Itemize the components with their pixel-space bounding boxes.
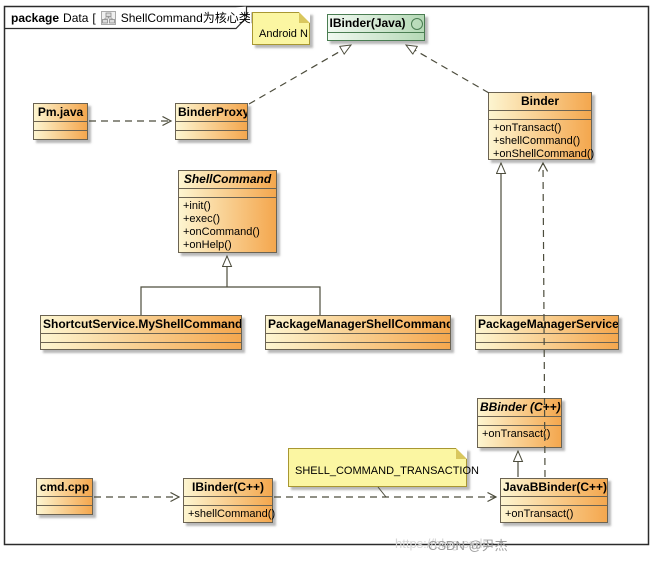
method: +onShellCommand()	[493, 148, 595, 160]
methods-compartment: +onTransact()	[478, 425, 561, 447]
class-cmd-cpp[interactable]: cmd.cpp	[36, 478, 93, 515]
class-pm-java[interactable]: Pm.java	[33, 103, 88, 140]
methods-compartment: +onTransact() +shellCommand() +onShellCo…	[489, 119, 595, 161]
class-title: BinderProxy	[178, 105, 247, 119]
methods-compartment	[41, 342, 241, 351]
note-android-n-text: Android N	[259, 28, 308, 40]
class-title: IBinder(C++)	[191, 480, 264, 494]
note-fold	[299, 12, 310, 23]
class-shell-command[interactable]: ShellCommand +init() +exec() +onCommand(…	[178, 170, 277, 253]
watermark-author: CSDN @尹杰	[428, 538, 508, 553]
attributes-compartment	[489, 110, 591, 119]
method: +exec()	[183, 213, 220, 225]
class-title: Pm.java	[37, 105, 84, 119]
attributes-compartment	[179, 188, 276, 197]
class-package-manager-service[interactable]: PackageManagerService	[475, 315, 619, 350]
class-package-manager-shellcommand[interactable]: PackageManagerShellCommand	[265, 315, 451, 350]
class-shortcut-myshellcommand[interactable]: ShortcutService.MyShellCommand	[40, 315, 242, 350]
attributes-compartment	[41, 333, 241, 342]
interface-circle-icon	[410, 17, 423, 30]
note-android-n[interactable]: Android N	[252, 12, 310, 45]
methods-compartment: +onTransact()	[501, 505, 607, 522]
frame-bracket-open: [	[92, 10, 96, 25]
class-name: IBinder(Java)	[329, 16, 406, 30]
class-javabbinder[interactable]: JavaBBinder(C++) +onTransact()	[500, 478, 608, 523]
attributes-compartment	[478, 416, 561, 425]
method: +onTransact()	[482, 428, 551, 440]
class-title: Binder	[520, 94, 559, 108]
attributes-compartment	[266, 333, 450, 342]
method: +shellCommand()	[493, 135, 581, 147]
attributes-compartment	[184, 496, 272, 505]
class-title: cmd.cpp	[39, 480, 90, 494]
attributes-compartment	[476, 333, 618, 342]
class-title: ShortcutService.MyShellCommand	[43, 317, 241, 331]
methods-compartment	[37, 505, 92, 514]
attributes-compartment	[176, 121, 247, 130]
method: +shellCommand()	[188, 508, 276, 520]
method: +onTransact()	[505, 508, 574, 520]
attributes-compartment	[37, 496, 92, 505]
methods-compartment	[476, 342, 618, 351]
class-title: PackageManagerShellCommand	[268, 317, 450, 331]
methods-compartment: +shellCommand()	[184, 505, 276, 522]
body-compartment	[328, 32, 424, 40]
method: +onTransact()	[493, 122, 562, 134]
method: +onCommand()	[183, 226, 260, 238]
class-title: PackageManagerService	[478, 317, 618, 331]
class-bbinder[interactable]: BBinder (C++) +onTransact()	[477, 398, 562, 448]
frame-keyword: package	[11, 10, 60, 25]
method: +onHelp()	[183, 239, 232, 251]
class-binder-proxy[interactable]: BinderProxy	[175, 103, 248, 140]
attributes-compartment	[34, 121, 87, 130]
class-title: ShellCommand	[183, 172, 272, 186]
frame-diagram-title: ShellCommand为核心类图	[120, 11, 263, 25]
watermark-url: https://blog.csdn	[395, 536, 490, 551]
note-fold	[456, 448, 467, 459]
diagram-icon	[100, 10, 116, 25]
frame-title: package Data [ ShellCommand为核心类图 ]	[11, 9, 270, 26]
class-title: BBinder (C++)	[480, 400, 561, 414]
note-transaction-text: SHELL_COMMAND_TRANSACTION	[295, 465, 479, 477]
methods-compartment	[176, 130, 247, 139]
frame-name: Data	[63, 10, 89, 25]
note-shell-command-transaction[interactable]: SHELL_COMMAND_TRANSACTION	[288, 448, 479, 487]
method: +init()	[183, 200, 211, 212]
methods-compartment: +init() +exec() +onCommand() +onHelp()	[179, 197, 276, 252]
class-ibinder-java[interactable]: IBinder(Java)	[327, 14, 425, 41]
class-title: IBinder(Java)	[328, 15, 424, 32]
class-ibinder-cpp[interactable]: IBinder(C++) +shellCommand()	[183, 478, 276, 523]
class-binder[interactable]: Binder +onTransact() +shellCommand() +on…	[488, 92, 595, 161]
class-title: JavaBBinder(C++)	[503, 480, 607, 494]
attributes-compartment	[501, 496, 607, 505]
methods-compartment	[34, 130, 87, 139]
methods-compartment	[266, 342, 450, 351]
